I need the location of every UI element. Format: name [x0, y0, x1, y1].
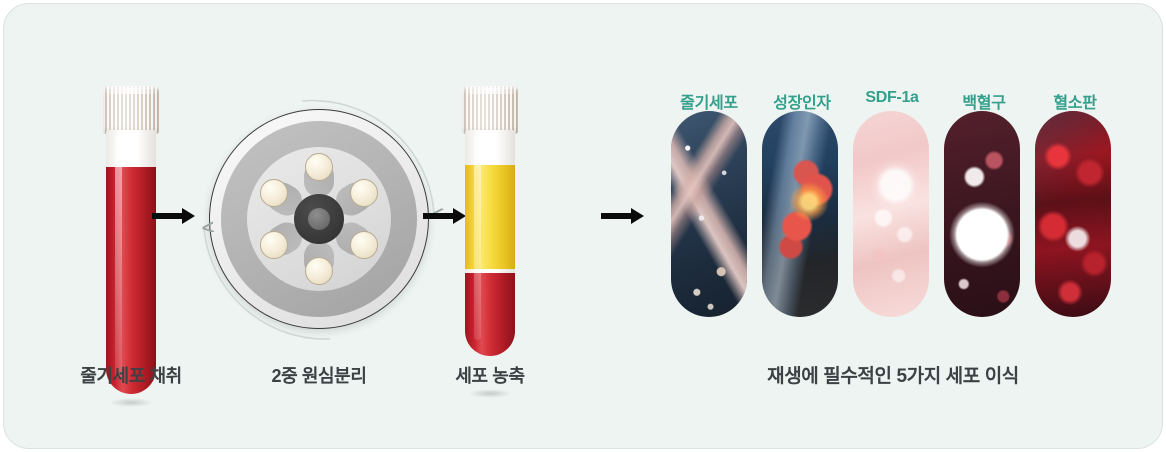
tube-segment-buffy-coat [465, 269, 515, 273]
caption-blood-draw: 줄기세포 채취 [80, 366, 182, 386]
cell-image-growth-factor [762, 111, 838, 317]
centrifuge-well [305, 257, 333, 285]
arrow-shaft [152, 213, 183, 219]
tube-segment-label-band [465, 130, 515, 165]
arrow-shaft [601, 213, 632, 219]
arrow-head [453, 208, 466, 224]
centrifuge-well [305, 153, 333, 181]
caption-double-centrifugation: 2중 원심분리 [271, 366, 367, 386]
caption-cell-concentration: 세포 농축 [455, 366, 525, 386]
centrifuge-well [259, 179, 288, 207]
cell-card-stem-cell[interactable] [671, 111, 747, 317]
caption-five-cell-transplant: 재생에 필수적인 5가지 세포 이식 [767, 366, 1019, 387]
tube-body [465, 130, 515, 356]
centrifuge-inner-ring [221, 121, 417, 317]
centrifuge-hub [294, 194, 344, 244]
cell-label-growth-factor: 성장인자 [773, 95, 831, 112]
cell-label-stem-cell: 줄기세포 [680, 95, 738, 112]
cell-label-white-blood-cell: 백혈구 [962, 95, 1006, 112]
tube-segment-plasma [465, 165, 515, 269]
cell-label-sdf-1a: SDF-1a [865, 89, 919, 106]
centrifuge-rotor [209, 109, 429, 329]
tube-shadow [468, 389, 512, 398]
cell-image-dna-helix [671, 111, 747, 317]
arrow-draw-to-centrifuge [152, 208, 195, 224]
tube-body [106, 130, 156, 394]
tube-cap-icon [103, 86, 159, 134]
cell-image-sdf1a-droplets [853, 111, 929, 317]
centrifuge-outer-ring [209, 109, 429, 329]
arrow-head [631, 208, 644, 224]
tube-segment-red-cells [465, 273, 515, 356]
tube-segment-label-band [106, 130, 156, 167]
arrow-shaft [423, 213, 454, 219]
cell-label-platelet: 혈소판 [1053, 95, 1097, 112]
cell-card-platelet[interactable] [1035, 111, 1111, 317]
centrifuge-well [259, 231, 288, 259]
tube-cap-icon [462, 86, 518, 134]
centrifuge-well [350, 179, 379, 207]
infographic-panel: 줄기세포 성장인자 SDF-1a 백혈구 혈소판 줄기세포 채취 2중 원심 [3, 3, 1163, 449]
rotation-arrows-icon [194, 99, 444, 340]
tube-shadow [109, 398, 153, 407]
cell-card-white-blood-cell[interactable] [944, 111, 1020, 317]
centrifuge-plate [247, 147, 391, 291]
cell-image-white-blood-cell [944, 111, 1020, 317]
arrow-centrifuge-to-concentration [423, 208, 466, 224]
arrow-concentration-to-cells [601, 208, 644, 224]
cell-card-growth-factor[interactable] [762, 111, 838, 317]
tube-segment-whole-blood [106, 167, 156, 394]
cell-card-sdf-1a[interactable] [853, 111, 929, 317]
cell-image-platelets [1035, 111, 1111, 317]
arrow-head [182, 208, 195, 224]
centrifuge-well [350, 231, 379, 259]
